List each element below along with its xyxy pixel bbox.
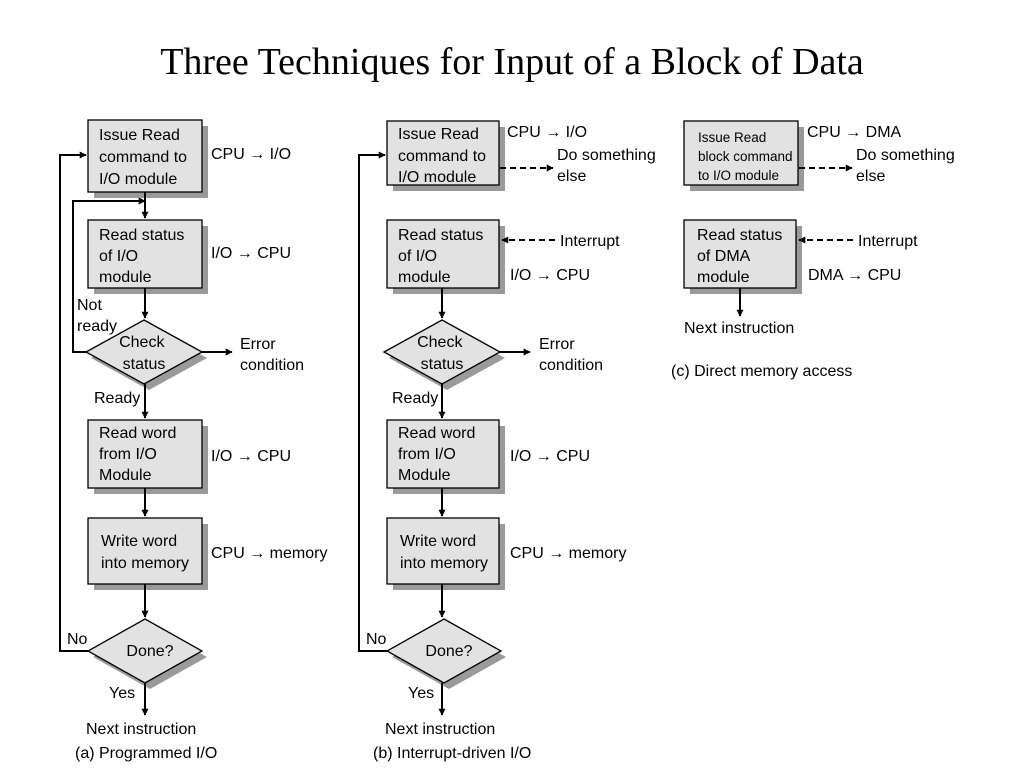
no-label-a: No	[67, 631, 88, 648]
panel-direct-memory-access: Issue Read block command to I/O module C…	[671, 120, 959, 380]
interrupt-label-c: Interrupt	[858, 233, 918, 250]
error-condition-b: Error condition	[539, 336, 603, 374]
read-status-box-b	[386, 219, 500, 289]
write-word-box-b	[386, 517, 500, 585]
read-word-note-a: I/O → CPU	[211, 448, 291, 465]
write-word-text-a: Write word into memory	[101, 533, 189, 572]
connectors-a	[59, 151, 233, 716]
issue-read-text-a: Issue Read command to I/O module	[99, 127, 192, 188]
issue-note-a: CPU → I/O	[211, 146, 291, 163]
read-word-box-b	[386, 419, 500, 489]
panel-programmed-io: Issue Read command to I/O module CPU → I…	[59, 119, 327, 762]
read-word-box-a	[87, 419, 203, 489]
read-status-text-b: Read status of I/O module	[398, 227, 488, 286]
read-status-note-c: DMA → CPU	[808, 267, 901, 284]
do-something-b: Do something else	[557, 147, 660, 185]
done-text-a: Done?	[126, 643, 173, 660]
ready-label-b: Ready	[392, 390, 438, 407]
connectors-c	[736, 164, 853, 317]
error-condition-a: Error condition	[240, 336, 304, 374]
yes-label-a: Yes	[109, 685, 135, 702]
yes-label-b: Yes	[408, 685, 434, 702]
read-word-note-b: I/O → CPU	[510, 448, 590, 465]
issue-read-box-c	[683, 120, 799, 186]
read-status-text-c: Read status of DMA module	[697, 227, 787, 286]
read-status-box-a	[87, 219, 203, 289]
next-instruction-c: Next instruction	[684, 320, 794, 337]
interrupt-label-b: Interrupt	[560, 233, 620, 250]
issue-note-c: CPU → DMA	[807, 124, 902, 141]
ready-label-a: Ready	[94, 390, 140, 407]
issue-read-text-c: Issue Read block command to I/O module	[698, 130, 796, 183]
read-word-text-a: Read word from I/O Module	[99, 425, 181, 484]
read-status-note-b: I/O → CPU	[510, 267, 590, 284]
not-ready-label-a: Not ready	[77, 297, 117, 335]
panel-interrupt-driven-io: Issue Read command to I/O module CPU → I…	[358, 120, 660, 762]
done-text-b: Done?	[425, 643, 472, 660]
write-word-note-a: CPU → memory	[211, 545, 327, 562]
slide-title: Three Techniques for Input of a Block of…	[160, 41, 864, 83]
done-diamond-b	[385, 618, 503, 684]
read-status-note-a: I/O → CPU	[211, 245, 291, 262]
caption-c: (c) Direct memory access	[671, 363, 852, 380]
caption-b: (b) Interrupt-driven I/O	[373, 745, 531, 762]
check-status-diamond-b	[382, 319, 502, 385]
issue-note-b: CPU → I/O	[507, 124, 587, 141]
read-status-text-a: Read status of I/O module	[99, 227, 189, 286]
write-word-text-b: Write word into memory	[400, 533, 488, 572]
no-label-b: No	[366, 631, 387, 648]
next-instruction-a: Next instruction	[86, 721, 196, 738]
connectors-b	[358, 151, 555, 716]
issue-read-box-b	[386, 120, 500, 186]
do-something-c: Do something else	[856, 147, 959, 185]
caption-a: (a) Programmed I/O	[75, 745, 217, 762]
check-status-text-b: Check status	[417, 334, 467, 373]
read-word-text-b: Read word from I/O Module	[398, 425, 480, 484]
write-word-box-a	[87, 517, 203, 585]
next-instruction-b: Next instruction	[385, 721, 495, 738]
issue-read-text-b: Issue Read command to I/O module	[398, 126, 491, 186]
check-status-text-a: Check status	[119, 334, 169, 373]
write-word-note-b: CPU → memory	[510, 545, 626, 562]
